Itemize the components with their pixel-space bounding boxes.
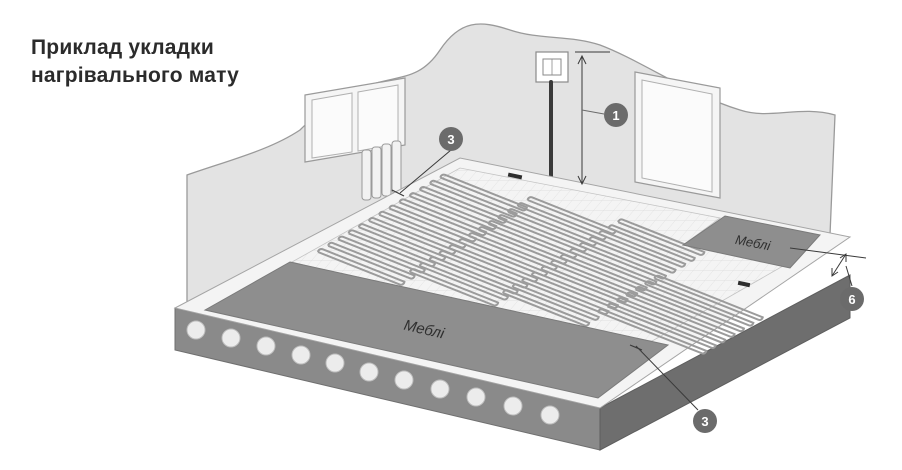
marker-3-top-leader xyxy=(399,149,452,194)
heating-cable-loop xyxy=(653,274,764,321)
heating-cable-loop xyxy=(634,285,746,333)
edge-arrow-bottom xyxy=(629,344,643,351)
heating-cable-loop xyxy=(644,280,755,327)
marker-3-top-label: 3 xyxy=(447,132,454,147)
heating-cable-loop xyxy=(502,289,591,327)
furniture-front xyxy=(203,261,670,399)
left-window xyxy=(304,77,406,163)
heating-cable-coils xyxy=(317,173,764,355)
cable-end-marker xyxy=(507,172,523,180)
heating-cable-loop xyxy=(625,291,736,338)
slab-holes xyxy=(186,320,560,425)
heating-cable-loop xyxy=(597,308,708,355)
heating-cable-loop xyxy=(419,186,508,224)
right-window xyxy=(634,71,721,199)
heating-cable-loop xyxy=(530,271,620,309)
heating-cable-loop xyxy=(606,302,717,349)
title-line-1: Приклад укладки xyxy=(31,36,214,59)
heating-cable-loop xyxy=(598,230,687,268)
heating-cable-loop xyxy=(429,179,518,218)
heating-cable-loop xyxy=(540,265,629,304)
marker-6-label: 6 xyxy=(848,292,855,307)
height-dimension xyxy=(575,51,610,186)
page-title: Приклад укладки нагрівального мату xyxy=(31,34,239,90)
furniture-back xyxy=(681,215,821,269)
marker-3-top xyxy=(439,127,463,151)
marker-6 xyxy=(840,287,864,311)
heating-cable-loop xyxy=(615,297,727,344)
marker-1 xyxy=(604,103,628,127)
heating-cable-loop xyxy=(588,236,677,274)
heating-cable-loop xyxy=(569,247,658,286)
marker-1-label: 1 xyxy=(612,108,619,123)
edge-arrow-top xyxy=(391,189,405,197)
heating-cable-loop xyxy=(511,283,600,321)
heating-cable-loop xyxy=(559,253,648,292)
furniture-back-label: Меблі xyxy=(734,232,773,254)
marker-3-bottom-label: 3 xyxy=(701,414,708,429)
heating-cable-loop xyxy=(418,262,510,301)
marker-1-leader xyxy=(581,109,605,115)
heating-cable-loop xyxy=(408,192,498,230)
heating-cable-loop xyxy=(550,259,639,298)
cable-end-marker-2 xyxy=(737,280,751,288)
slab-side xyxy=(599,274,851,451)
title-line-2: нагрівального мату xyxy=(31,64,240,87)
thermostat xyxy=(535,51,569,83)
heating-cable-loop xyxy=(317,248,406,286)
marker-3-bottom-leader xyxy=(635,345,699,411)
heating-cable-loop xyxy=(409,268,500,307)
wall-gap-dimension xyxy=(789,247,867,287)
heating-cable-loop xyxy=(617,218,706,256)
heating-cable-loop xyxy=(607,224,696,262)
marker-3-bottom xyxy=(693,409,717,433)
heating-cable-loop xyxy=(327,241,416,280)
radiator xyxy=(361,140,402,201)
heating-cable-loop xyxy=(578,242,668,280)
heating-cable-loop xyxy=(439,173,528,212)
